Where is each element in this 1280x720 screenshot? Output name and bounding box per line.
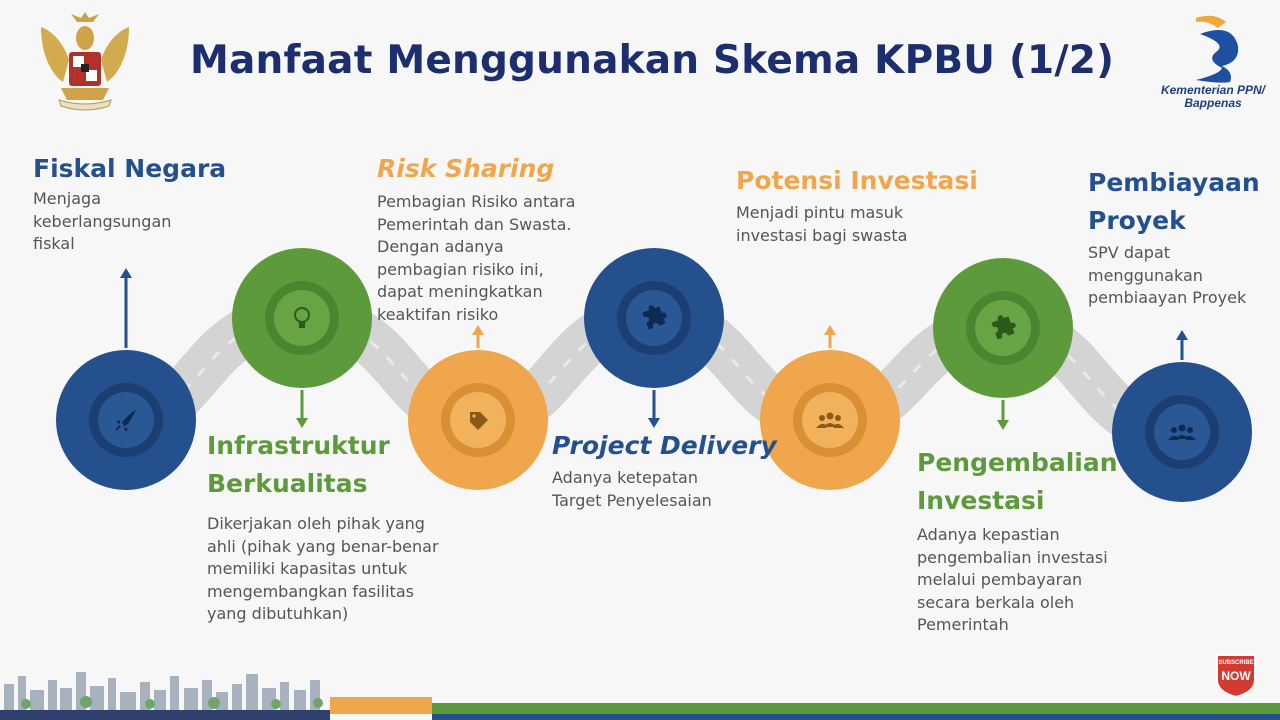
step-heading: Fiskal Negara	[33, 154, 227, 183]
lightbulb-icon	[294, 307, 310, 328]
step-desc-line: keaktifan risiko	[377, 304, 499, 324]
step-desc-line: Target Penyelesaian	[552, 490, 712, 510]
step-node-3	[408, 350, 548, 490]
step-desc-line: Pemerintah	[917, 615, 1009, 634]
step-node-4	[584, 248, 724, 388]
step-desc-line: melalui pembayaran	[917, 570, 1083, 589]
node-inner-circle	[1154, 404, 1210, 460]
step-desc-line: Menjadi pintu masuk	[736, 203, 904, 222]
step-desc-line: Dengan adanya	[377, 237, 504, 256]
step-pengembalian-investasi: Pengembalian Investasi Adanya kepastian …	[917, 444, 1118, 637]
page-title: Manfaat Menggunakan Skema KPBU (1/2)	[190, 38, 1115, 83]
step-heading: Infrastruktur	[207, 431, 390, 460]
step-desc-line: Dikerjakan oleh pihak yang	[207, 514, 425, 533]
step-desc-line: yang dibutuhkan)	[207, 604, 349, 623]
arrow-up-icon	[1176, 330, 1188, 360]
people-icon	[816, 412, 844, 428]
arrow-down-icon	[296, 390, 308, 428]
step-desc-line: fiskal	[33, 234, 75, 253]
arrow-up-icon	[824, 325, 836, 348]
step-heading: Pengembalian	[917, 448, 1118, 477]
step-desc-line: ahli (pihak yang benar-benar	[207, 536, 439, 556]
step-desc-line: Pemerintah dan Swasta.	[377, 214, 572, 234]
subscribe-label: SUBSCRIBE	[1218, 660, 1254, 666]
arrow-down-icon	[997, 400, 1009, 430]
step-node-5	[760, 350, 900, 490]
step-heading: Investasi	[917, 486, 1045, 515]
node-inner-circle	[274, 290, 330, 346]
now-label: NOW	[1221, 669, 1251, 683]
shield-icon	[1216, 654, 1256, 698]
step-heading: Risk Sharing	[377, 154, 555, 183]
puzzle-icon	[991, 315, 1016, 340]
step-heading: Pembiayaan	[1088, 168, 1260, 197]
step-heading: Project Delivery	[552, 431, 777, 460]
rocket-icon	[115, 410, 136, 432]
step-desc-line: memiliki kapasitas untuk	[207, 559, 408, 578]
step-risk-sharing: Risk Sharing Pembagian Risiko antara Pem…	[377, 150, 575, 326]
step-desc-line: dapat meningkatkan	[377, 282, 543, 301]
step-desc-line: mengembangkan fasilitas	[207, 581, 414, 601]
tag-icon	[470, 412, 488, 430]
step-desc-line: pembagian risiko ini,	[377, 259, 544, 279]
step-node-1	[56, 350, 196, 490]
node-inner-circle	[802, 392, 858, 448]
step-desc-line: investasi bagi swasta	[736, 225, 908, 245]
step-desc-line: keberlangsungan	[33, 211, 172, 231]
subscribe-badge[interactable]: SUBSCRIBE NOW	[1213, 652, 1259, 698]
step-node-6	[933, 258, 1073, 398]
step-project-delivery: Project Delivery Adanya ketepatan Target…	[552, 427, 777, 512]
step-heading: Berkualitas	[207, 469, 368, 498]
arrow-up-icon	[472, 325, 484, 348]
step-desc-line: SPV dapat	[1088, 243, 1171, 262]
step-heading: Potensi Investasi	[736, 166, 978, 195]
step-desc-line: Pembagian Risiko antara	[377, 192, 576, 211]
step-potensi-investasi: Potensi Investasi Menjadi pintu masuk in…	[736, 162, 978, 247]
step-desc-line: menggunakan	[1088, 265, 1203, 285]
ministry-line-2: Bappenas	[1184, 96, 1242, 110]
ministry-line-1: Kementerian PPN/	[1160, 83, 1266, 97]
step-fiskal-negara: Fiskal Negara Menjaga keberlangsungan fi…	[33, 150, 226, 256]
ministry-logo-text: Kementerian PPN/ Bappenas	[1150, 84, 1276, 110]
step-desc-line: Adanya kepastian	[917, 525, 1060, 544]
puzzle-icon	[642, 305, 667, 330]
people-icon	[1168, 424, 1196, 440]
step-infrastruktur-berkualitas: Infrastruktur Berkualitas Dikerjakan ole…	[207, 427, 439, 626]
step-pembiayaan-proyek: Pembiayaan Proyek SPV dapat menggunakan …	[1088, 164, 1260, 310]
arrow-up-icon	[120, 268, 132, 348]
step-desc-line: pembiaayan Proyek	[1088, 288, 1247, 307]
step-desc-line: Menjaga	[33, 189, 101, 208]
arrow-down-icon	[648, 390, 660, 428]
step-desc-line: Adanya ketepatan	[552, 468, 698, 487]
step-node-2	[232, 248, 372, 388]
step-node-7	[1112, 362, 1252, 502]
step-desc-line: pengembalian investasi	[917, 547, 1108, 567]
step-heading: Proyek	[1088, 206, 1186, 235]
step-desc-line: secara berkala oleh	[917, 592, 1075, 612]
